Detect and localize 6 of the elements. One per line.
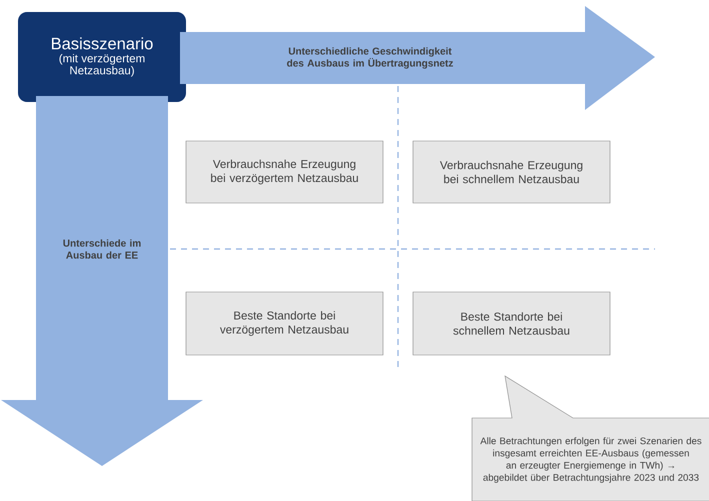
callout-box: Alle Betrachtungen erfolgen für zwei Szenarien des insgesamt erreichten EE-Ausbaus (gemessen an erzeugter Energiemenge in TWh) → abgebildet über Betrachtungsjahre 2023 und 2033 (472, 375, 709, 501)
scenario-box: Beste Standorte bei verzögertem Netzausbau (186, 292, 384, 356)
scenario-box: Verbrauchsnahe Erzeugung bei schnellem Netzausbau (412, 140, 610, 204)
scenario-box: Verbrauchsnahe Erzeugung bei verzögertem Netzausbau (186, 140, 384, 204)
scenario-box: Beste Standorte bei schnellem Netzausbau (412, 292, 610, 356)
scenario-box: Basisszenario (mit verzögertem Netzausbau) (18, 12, 186, 102)
